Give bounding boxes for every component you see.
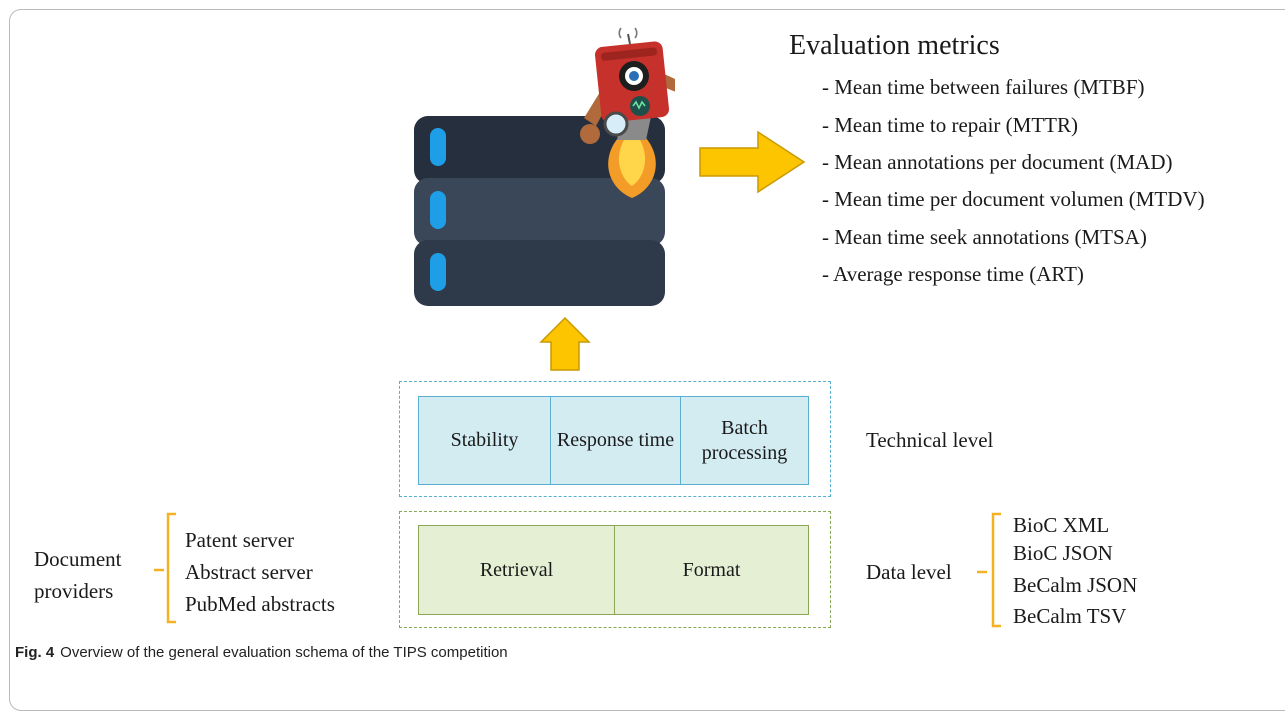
figure-number: Fig. 4 — [15, 644, 55, 661]
format-item: BioC JSON — [1013, 541, 1113, 565]
technical-level-label: Technical level — [866, 428, 994, 452]
figure-caption: Fig. 4 Overview of the general evaluation… — [15, 644, 508, 661]
format-item: BeCalm JSON — [1013, 573, 1138, 597]
metric-item: - Mean time per document volumen (MTDV) — [822, 187, 1205, 211]
metric-item: - Mean time to repair (MTTR) — [822, 113, 1078, 137]
format-cell: Format — [614, 525, 809, 615]
arrow-up-icon — [539, 316, 591, 371]
batch-processing-cell: Batch processing — [680, 396, 809, 485]
server-stack — [414, 116, 665, 306]
caption-text: Overview of the general evaluation schem… — [60, 644, 508, 661]
data-level-box — [399, 511, 831, 628]
providers-bracket — [154, 512, 176, 624]
response-time-cell: Response time — [550, 396, 681, 485]
robot-icon — [580, 27, 675, 198]
metrics-title: Evaluation metrics — [789, 30, 1000, 61]
arrow-right-icon — [699, 130, 806, 194]
document-providers-label: Document providers — [34, 547, 122, 603]
metric-item: - Average response time (ART) — [822, 262, 1084, 286]
technical-level-box — [399, 381, 831, 497]
format-item: BeCalm TSV — [1013, 604, 1127, 628]
metric-item: - Mean time between failures (MTBF) — [822, 75, 1145, 99]
server-stack-icon — [414, 27, 675, 306]
formats-bracket — [977, 512, 1001, 628]
provider-item: Patent server — [185, 528, 295, 552]
data-level-label: Data level — [866, 560, 952, 584]
metric-item: - Mean time seek annotations (MTSA) — [822, 225, 1147, 249]
metric-item: - Mean annotations per document (MAD) — [822, 150, 1173, 174]
format-item: BioC XML — [1013, 513, 1110, 537]
retrieval-cell: Retrieval — [418, 525, 615, 615]
provider-item: PubMed abstracts — [185, 592, 335, 616]
stability-cell: Stability — [418, 396, 551, 485]
provider-item: Abstract server — [185, 560, 313, 584]
